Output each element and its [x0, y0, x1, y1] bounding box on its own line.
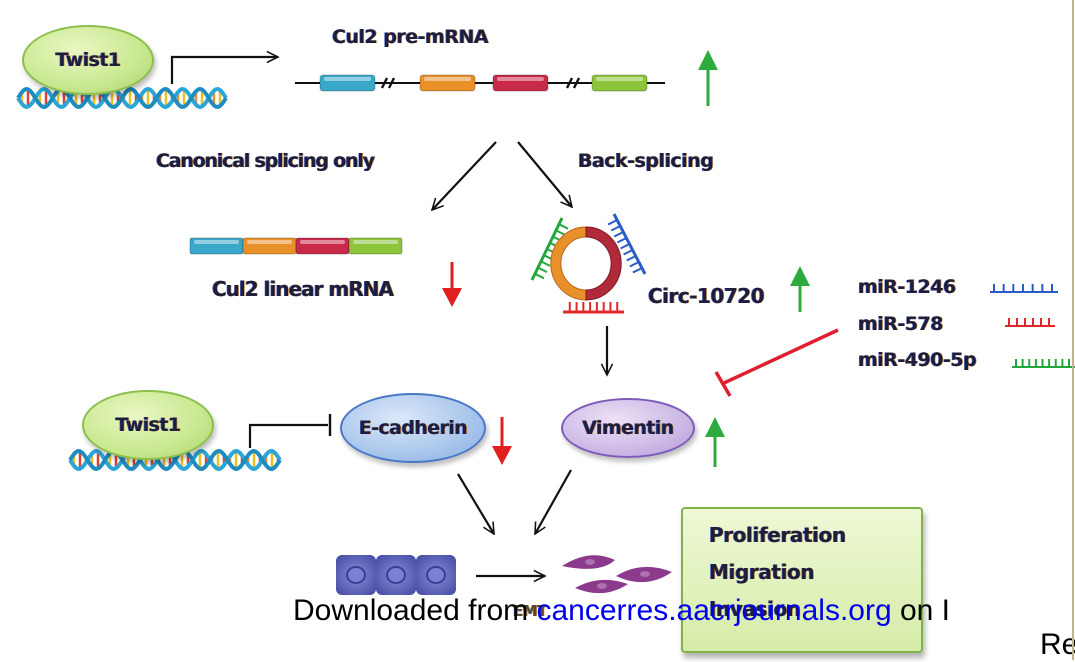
exon [419, 74, 476, 92]
pre-mrna-gene [295, 74, 665, 92]
download-notice-line2: Re [1040, 628, 1075, 661]
page-edge-divider [1072, 0, 1074, 660]
exon [492, 74, 549, 92]
canonical-splicing-label: Canonical splicing only [156, 150, 375, 172]
premrna-label: Cul2 pre-mRNA [332, 26, 489, 48]
transcription-arrow [170, 57, 278, 84]
canonical-splicing-arrow [432, 141, 497, 210]
mirna-comb-icon [990, 284, 1058, 293]
exon [591, 74, 648, 92]
twist1-label: Twist1 [55, 49, 122, 71]
dna-helix-icon [68, 448, 282, 472]
up-arrow-icon [705, 417, 725, 467]
download-suffix: on I [891, 594, 951, 627]
circ-10720-label: Circ-10720 [648, 284, 765, 308]
outcome-invasion: Invasion [709, 597, 801, 621]
dna-helix-icon [16, 86, 228, 110]
mirna-label: miR-490-5p [858, 349, 977, 371]
ecadherin-label: E-cadherin [358, 417, 468, 439]
linear-mrna-label: Cul2 linear mRNA [212, 277, 394, 301]
linear-mrna-bar [189, 237, 403, 255]
epithelial-cells-icon [336, 555, 456, 595]
twist1-node-top: Twist1 [22, 25, 154, 95]
mesenchymal-cells-icon [562, 555, 672, 594]
back-splicing-arrow [517, 141, 572, 207]
twist1-label: Twist1 [115, 414, 182, 436]
intron-break-icon [565, 77, 581, 89]
mirna-comb-icon [1012, 359, 1075, 368]
outcome-migration: Migration [709, 560, 815, 584]
mirna-glyphs [990, 284, 1075, 368]
vimentin-label: Vimentin [582, 417, 674, 439]
journal-link[interactable]: cancerres.aacrjournals.org [536, 594, 892, 627]
mirna-label: miR-1246 [858, 276, 956, 298]
emt-label: EMT [513, 602, 547, 620]
twist1-node-bottom: Twist1 [82, 390, 214, 460]
mirna-label: miR-578 [858, 313, 944, 335]
outcome-proliferation: Proliferation [709, 523, 846, 547]
ecadherin-to-emt-arrow [457, 473, 495, 534]
outcomes-box: Proliferation Migration Invasion [681, 507, 923, 653]
vimentin-to-emt-arrow [534, 469, 572, 534]
repression-arrow [248, 414, 332, 448]
ecadherin-node: E-cadherin [340, 393, 486, 463]
down-arrow-icon [442, 262, 462, 307]
back-splicing-label: Back-splicing [578, 150, 714, 172]
mirna-inhibition-arrow [714, 328, 839, 397]
download-notice: Downloaded from cancerres.aacrjournals.o… [293, 594, 950, 628]
up-arrow-icon [698, 50, 718, 106]
exon [319, 74, 376, 92]
intron-break-icon [380, 77, 396, 89]
up-arrow-icon [790, 266, 810, 312]
exon [348, 237, 403, 255]
mirna-comb-icon [1005, 318, 1055, 327]
down-arrow-icon [492, 417, 512, 465]
download-prefix: Downloaded from [293, 594, 537, 627]
vimentin-node: Vimentin [561, 398, 695, 458]
circular-rna-icon [530, 213, 647, 314]
